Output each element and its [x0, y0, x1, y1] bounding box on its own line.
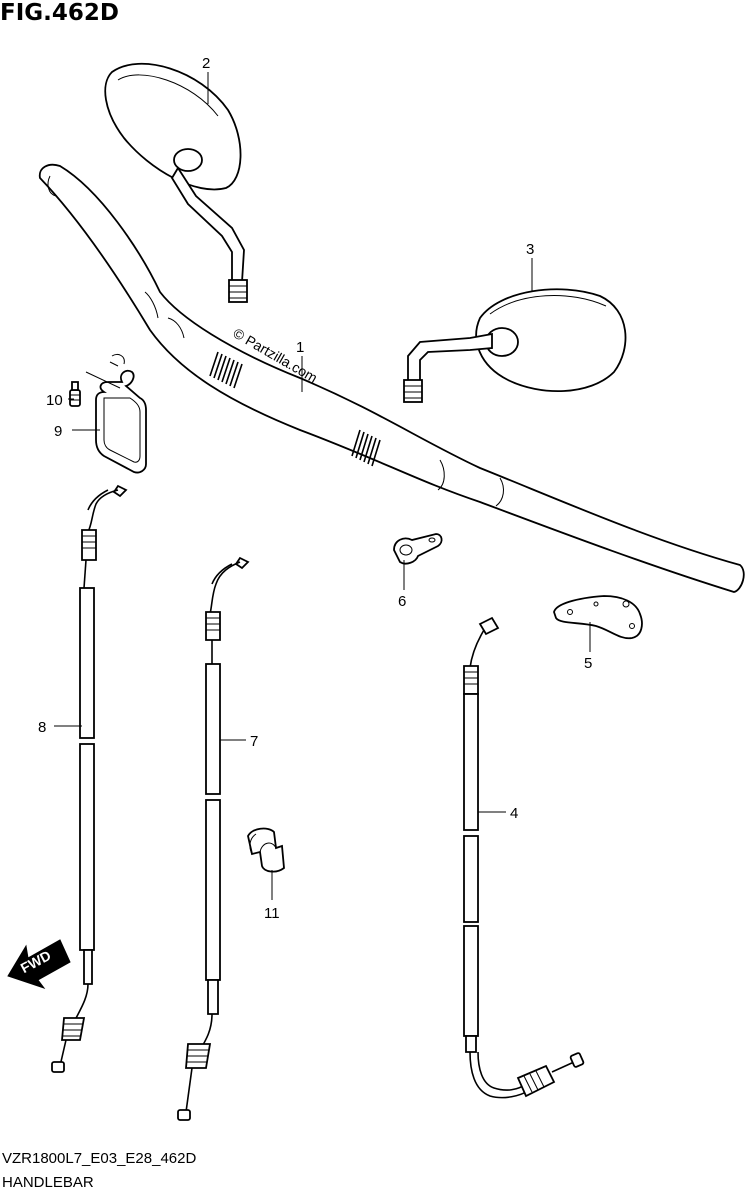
callout-leaders: [54, 72, 591, 900]
callout-7: 7: [250, 733, 258, 750]
clamp-part[interactable]: [393, 533, 443, 565]
cable-4-part[interactable]: [463, 616, 585, 1099]
callout-9: 9: [54, 423, 62, 440]
figure-section-name: HANDLEBAR: [2, 1174, 94, 1191]
plate-part[interactable]: [85, 353, 147, 474]
figure-title: FIG.462D: [0, 0, 119, 26]
callout-8: 8: [38, 719, 46, 736]
handlebar-band-right: [351, 429, 381, 467]
handlebar-part[interactable]: [38, 163, 745, 593]
callout-11: 11: [264, 905, 280, 922]
mirror-right-part[interactable]: [403, 288, 627, 403]
handlebar-band-left: [209, 351, 243, 389]
callout-4: 4: [510, 805, 518, 822]
screw-part[interactable]: [69, 381, 81, 407]
callout-5: 5: [584, 655, 592, 672]
callout-10: 10: [46, 392, 63, 409]
mirror-left-part[interactable]: [104, 62, 248, 303]
callout-2: 2: [202, 55, 210, 72]
callout-1: 1: [296, 339, 304, 356]
cable-8-part[interactable]: [51, 484, 128, 1073]
figure-model-code: VZR1800L7_E03_E28_462D: [2, 1150, 197, 1167]
clip-part[interactable]: [247, 827, 285, 873]
bracket-part[interactable]: [553, 595, 643, 640]
callout-3: 3: [526, 241, 534, 258]
fwd-arrow: FWD: [7, 939, 71, 989]
cable-7-part[interactable]: [177, 556, 250, 1121]
callout-6: 6: [398, 593, 406, 610]
